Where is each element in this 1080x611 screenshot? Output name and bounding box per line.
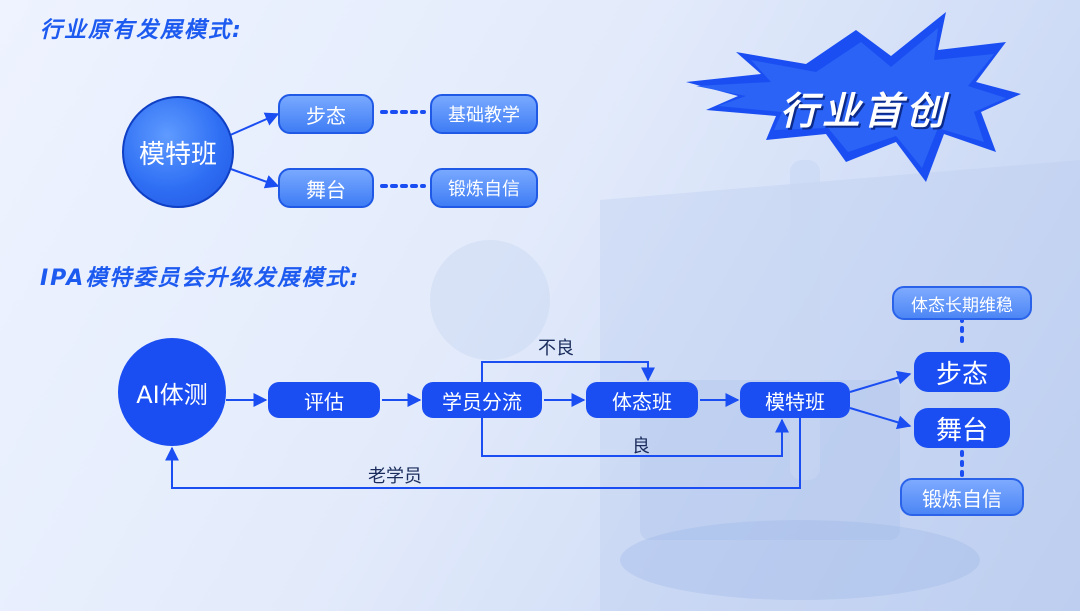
- old-confidence-node: 锻炼自信: [430, 168, 538, 208]
- model-class-node: 模特班: [740, 382, 850, 418]
- ai-body-test-node: AI体测: [118, 338, 226, 446]
- old-stage-node: 舞台: [278, 168, 374, 208]
- gait-output-node: 步态: [914, 352, 1010, 392]
- industry-first-badge-shape: [686, 12, 1021, 182]
- student-split-node: 学员分流: [422, 382, 542, 418]
- stage-output-node: 舞台: [914, 408, 1010, 448]
- old-model-heading: 行业原有发展模式:: [40, 18, 243, 43]
- posture-class-node: 体态班: [586, 382, 698, 418]
- old-basic-teaching-node: 基础教学: [430, 94, 538, 134]
- old-student-label: 老学员: [368, 466, 422, 487]
- evaluate-node: 评估: [268, 382, 380, 418]
- old-model-class-node: 模特班: [122, 96, 234, 208]
- posture-stable-note: 体态长期维稳: [892, 286, 1032, 320]
- new-model-heading: IPA模特委员会升级发展模式:: [40, 266, 361, 291]
- confidence-note: 锻炼自信: [900, 478, 1024, 516]
- old-gait-node: 步态: [278, 94, 374, 134]
- good-branch-label: 良: [632, 436, 650, 457]
- bad-branch-label: 不良: [538, 338, 574, 359]
- industry-first-badge: 行业首创: [780, 89, 949, 133]
